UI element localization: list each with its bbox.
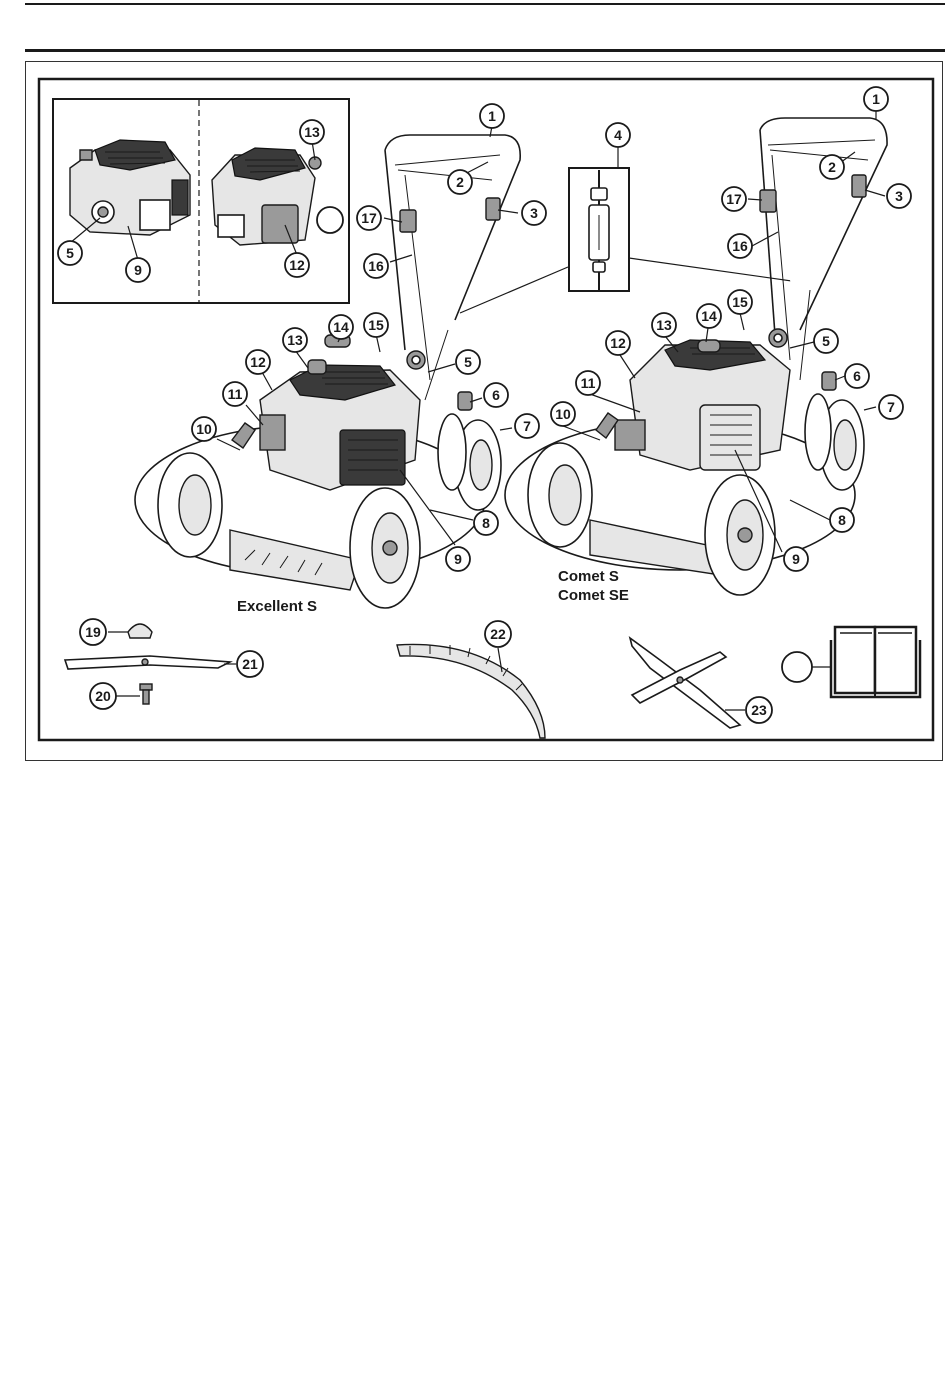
model-label-excellent-s: Excellent S: [237, 598, 317, 616]
callout-right-10: 10: [551, 402, 575, 426]
svg-text:2: 2: [456, 174, 464, 190]
svg-text:5: 5: [822, 333, 830, 349]
callout-right-12: 12: [606, 331, 630, 355]
svg-text:3: 3: [530, 205, 538, 221]
svg-text:11: 11: [581, 375, 596, 391]
svg-text:5: 5: [464, 354, 472, 370]
model-label-comet-s: Comet S: [558, 568, 619, 586]
callout-acc-21: 21: [237, 651, 263, 677]
callout-acc-23: 23: [746, 697, 772, 723]
svg-text:9: 9: [454, 551, 462, 567]
inset-engine-left-illustration: [70, 140, 190, 235]
callout-left-10: 10: [192, 417, 216, 441]
callout-right-6: 6: [845, 364, 869, 388]
callout-left-14: 14: [329, 315, 353, 339]
svg-text:5: 5: [66, 245, 74, 261]
callout-right-11: 11: [576, 371, 600, 395]
callout-left-3: 3: [522, 201, 546, 225]
svg-text:22: 22: [490, 626, 506, 642]
svg-text:16: 16: [368, 258, 384, 274]
callout-inset-9: 9: [126, 258, 150, 282]
svg-text:16: 16: [732, 238, 748, 254]
svg-text:12: 12: [289, 257, 305, 273]
callout-right-13: 13: [652, 313, 676, 337]
callout-right-17: 17: [722, 187, 746, 211]
svg-text:7: 7: [887, 399, 895, 415]
svg-text:19: 19: [85, 624, 101, 640]
svg-text:12: 12: [610, 335, 626, 351]
svg-text:11: 11: [228, 386, 243, 402]
svg-text:7: 7: [523, 418, 531, 434]
callout-inset-12: 12: [285, 253, 309, 277]
callout-left-17: 17: [357, 206, 381, 230]
callout-left-15: 15: [364, 313, 388, 337]
callout-left-5: 5: [456, 350, 480, 374]
callout-right-14: 14: [697, 304, 721, 328]
svg-text:1: 1: [488, 108, 496, 124]
callout-inset-5: 5: [58, 241, 82, 265]
callout-right-9: 9: [784, 547, 808, 571]
callout-inset-13: 13: [300, 120, 324, 144]
svg-text:17: 17: [726, 191, 742, 207]
model-label-comet-se: Comet SE: [558, 587, 629, 605]
callout-left-9: 9: [446, 547, 470, 571]
operator-manual-book-icon: [782, 627, 920, 697]
svg-text:6: 6: [853, 368, 861, 384]
svg-text:17: 17: [361, 210, 377, 226]
svg-text:10: 10: [196, 421, 212, 437]
callout-detail-4: 4: [606, 123, 630, 147]
callout-right-1: 1: [864, 87, 888, 111]
svg-text:15: 15: [368, 317, 384, 333]
svg-text:6: 6: [492, 387, 500, 403]
callout-right-5: 5: [814, 329, 838, 353]
svg-text:10: 10: [555, 406, 571, 422]
callout-right-3: 3: [887, 184, 911, 208]
callout-acc-19: 19: [80, 619, 106, 645]
svg-text:9: 9: [134, 262, 142, 278]
svg-text:15: 15: [732, 294, 748, 310]
callout-left-6: 6: [484, 383, 508, 407]
callout-right-7: 7: [879, 395, 903, 419]
svg-text:13: 13: [656, 317, 672, 333]
svg-text:20: 20: [95, 688, 111, 704]
svg-text:9: 9: [792, 551, 800, 567]
svg-text:13: 13: [304, 124, 320, 140]
svg-text:4: 4: [614, 127, 622, 143]
svg-text:14: 14: [333, 319, 349, 335]
svg-text:3: 3: [895, 188, 903, 204]
callout-left-1: 1: [480, 104, 504, 128]
svg-text:1: 1: [872, 91, 880, 107]
callout-right-15: 15: [728, 290, 752, 314]
callout-acc-20: 20: [90, 683, 116, 709]
callout-left-16: 16: [364, 254, 388, 278]
callout-left-12: 12: [246, 350, 270, 374]
callout-left-7: 7: [515, 414, 539, 438]
callout-right-2: 2: [820, 155, 844, 179]
svg-text:12: 12: [250, 354, 266, 370]
svg-text:13: 13: [287, 332, 303, 348]
svg-text:8: 8: [482, 515, 490, 531]
callout-acc-22: 22: [485, 621, 511, 647]
callout-left-2: 2: [448, 170, 472, 194]
svg-text:2: 2: [828, 159, 836, 175]
cable-detail-box: [569, 147, 629, 291]
callout-left-13: 13: [283, 328, 307, 352]
callout-left-11: 11: [223, 382, 247, 406]
svg-text:21: 21: [242, 656, 258, 672]
callout-right-8: 8: [830, 508, 854, 532]
svg-text:8: 8: [838, 512, 846, 528]
callout-right-16: 16: [728, 234, 752, 258]
svg-text:14: 14: [701, 308, 717, 324]
svg-text:23: 23: [751, 702, 767, 718]
callout-left-8: 8: [474, 511, 498, 535]
